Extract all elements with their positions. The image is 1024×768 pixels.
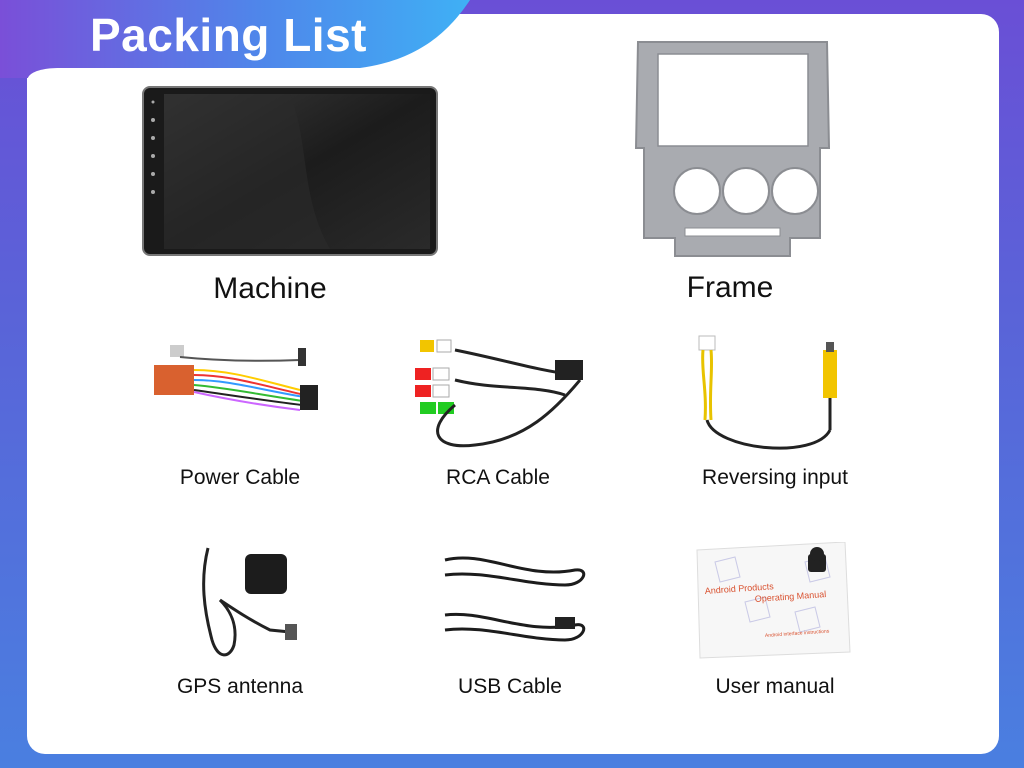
machine-item (140, 86, 440, 258)
gps-antenna-item (190, 540, 300, 665)
gps-antenna-image (202, 547, 297, 657)
page-title: Packing List (90, 9, 367, 61)
power-cable-label: Power Cable (179, 466, 301, 489)
manual-subtitle: Android interface instructions (765, 628, 830, 639)
manual-title-line-1: Android Products (704, 581, 774, 596)
user-manual-image: Android Products Operating Manual Androi… (696, 541, 851, 659)
user-manual-label: User manual (715, 675, 835, 698)
usb-cable-item (425, 540, 595, 660)
frame-item (630, 38, 835, 260)
header-banner (0, 0, 470, 78)
rca-cable-image (415, 339, 583, 448)
rca-cable-label: RCA Cable (446, 466, 550, 489)
user-manual-item: Android Products Operating Manual Androi… (695, 541, 855, 660)
usb-cable-image (444, 556, 586, 642)
machine-image (142, 86, 438, 256)
power-cable-image (154, 345, 318, 411)
rca-cable-item (405, 330, 590, 455)
reversing-input-image (698, 335, 837, 450)
gps-antenna-label: GPS antenna (176, 675, 304, 698)
frame-label: Frame (686, 271, 774, 304)
frame-image (634, 41, 831, 257)
power-cable-item (150, 340, 330, 420)
reversing-input-item (685, 330, 855, 460)
machine-label: Machine (213, 272, 327, 305)
reversing-input-label: Reversing input (702, 466, 848, 489)
usb-cable-label: USB Cable (458, 675, 562, 698)
manual-title-line-2: Operating Manual (754, 589, 826, 604)
